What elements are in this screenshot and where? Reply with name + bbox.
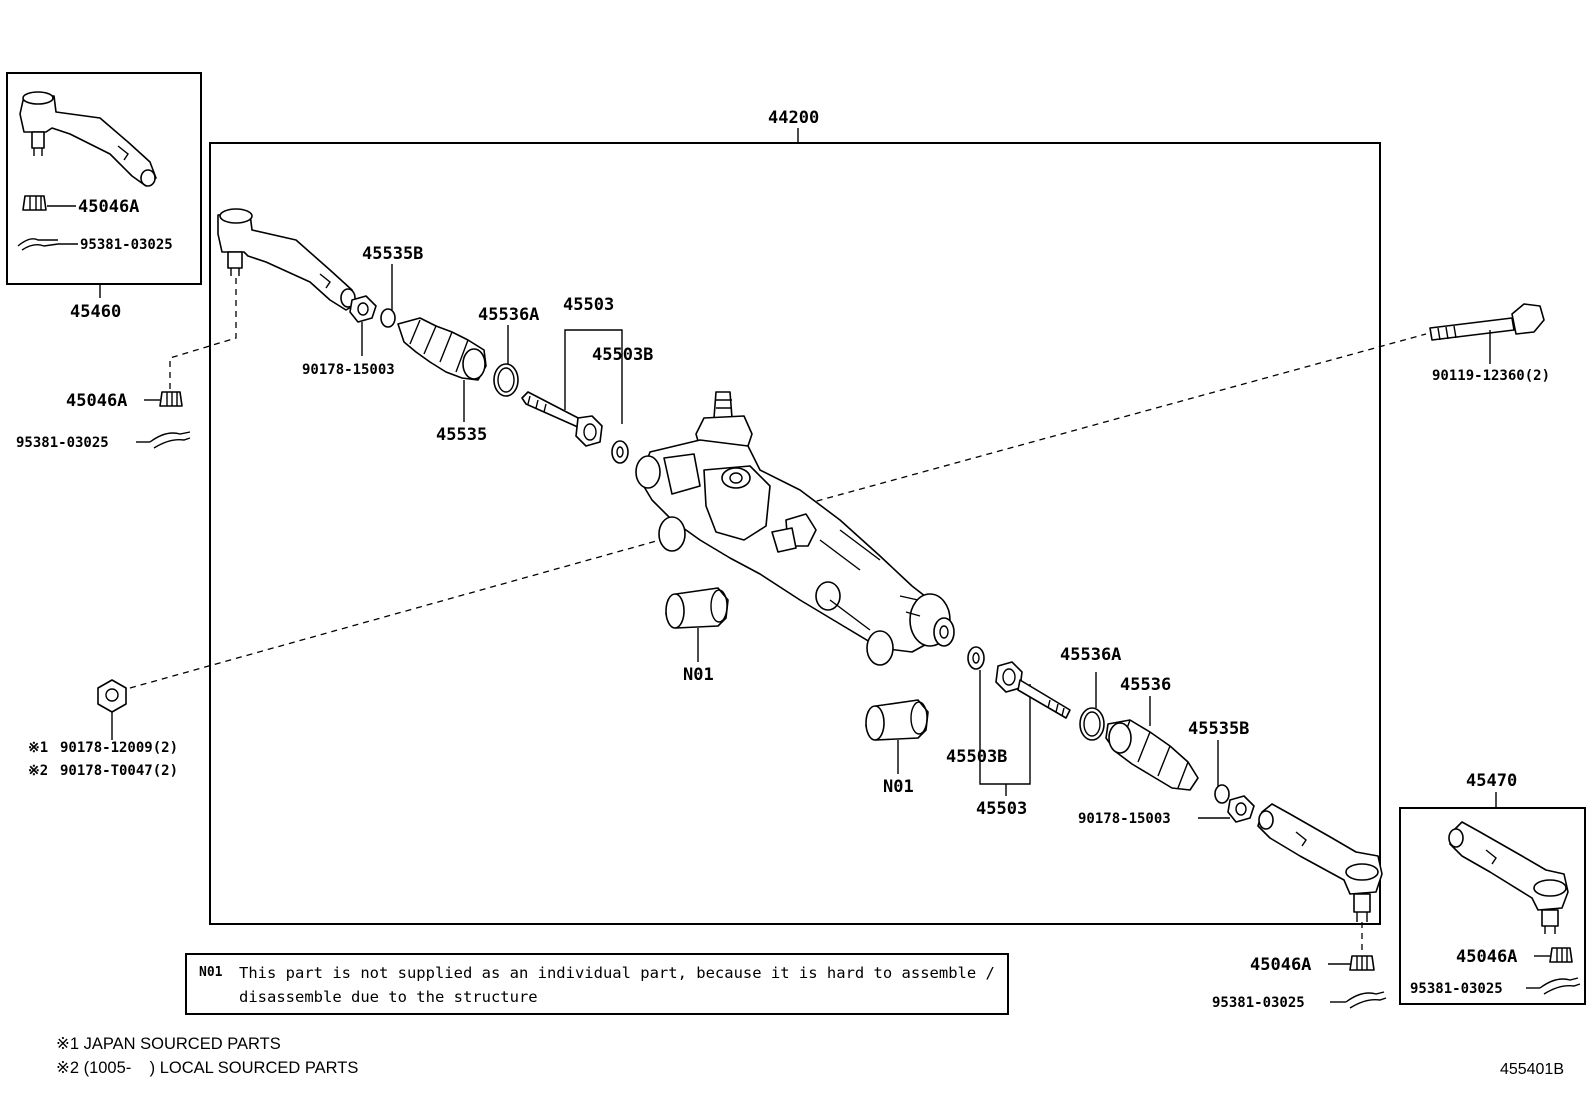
label-90178-T0047[interactable]: 90178-T0047(2) xyxy=(60,763,178,779)
rack-end-right-icon xyxy=(995,661,1071,719)
label-45046A-left[interactable]: 45046A xyxy=(66,391,127,411)
washer-left-icon xyxy=(611,440,629,464)
label-45503B-right[interactable]: 45503B xyxy=(946,747,1007,767)
boot-left-icon xyxy=(397,317,487,381)
tie-rod-end-left-icon xyxy=(217,208,357,311)
bushing-2-icon xyxy=(865,699,929,741)
label-45503-right[interactable]: 45503 xyxy=(976,799,1027,819)
label-90178-15003-right[interactable]: 90178-15003 xyxy=(1078,811,1171,827)
nut-tie-right-icon xyxy=(1349,955,1375,971)
cotter-pin-icon xyxy=(17,238,59,251)
tie-rod-end-kit-right-icon xyxy=(1448,821,1569,934)
label-45046A-kit-right[interactable]: 45046A xyxy=(1456,947,1517,967)
nut-right-icon xyxy=(1227,795,1255,823)
label-90178-12009[interactable]: 90178-12009(2) xyxy=(60,740,178,756)
label-45536A-right[interactable]: 45536A xyxy=(1060,645,1121,665)
label-45503B-left[interactable]: 45503B xyxy=(592,345,653,365)
note-code: N01 xyxy=(199,965,223,980)
nut-tie-left-icon xyxy=(159,391,183,407)
tie-rod-end-right-icon xyxy=(1257,803,1383,922)
washer-right-icon xyxy=(967,646,985,670)
label-45535B-right[interactable]: 45535B xyxy=(1188,719,1249,739)
footnote-1: ※1 JAPAN SOURCED PARTS xyxy=(56,1035,281,1053)
nut-left-icon xyxy=(349,295,377,323)
left-kit-frame xyxy=(6,72,202,285)
label-45470[interactable]: 45470 xyxy=(1466,771,1517,791)
assembly-frame xyxy=(209,142,1381,925)
label-90119-12360[interactable]: 90119-12360(2) xyxy=(1432,368,1550,384)
label-95381-left[interactable]: 95381-03025 xyxy=(16,435,109,451)
boot-right-icon xyxy=(1105,719,1199,791)
label-95381-right[interactable]: 95381-03025 xyxy=(1212,995,1305,1011)
note-text: This part is not supplied as an individu… xyxy=(239,964,995,1006)
label-95381-kit-left[interactable]: 95381-03025 xyxy=(80,237,173,253)
label-45535B-left[interactable]: 45535B xyxy=(362,244,423,264)
label-45460[interactable]: 45460 xyxy=(70,302,121,322)
label-95381-kit-right[interactable]: 95381-03025 xyxy=(1410,981,1503,997)
figure-number: 455401B xyxy=(1499,1061,1564,1078)
mark-1: ※1 xyxy=(28,740,48,756)
bushing-1-icon xyxy=(665,587,729,629)
steering-rack-housing-icon xyxy=(635,391,955,666)
castle-nut-icon xyxy=(22,195,47,211)
cotter-pin-left-icon xyxy=(149,431,191,449)
label-45535-left[interactable]: 45535 xyxy=(436,425,487,445)
castle-nut-kit-right-icon xyxy=(1549,947,1573,963)
footnote-2: ※2 (1005- ) LOCAL SOURCED PARTS xyxy=(56,1059,359,1077)
rack-end-left-icon xyxy=(521,391,603,447)
mark-2: ※2 xyxy=(28,763,48,779)
label-90178-15003-left[interactable]: 90178-15003 xyxy=(302,362,395,378)
tie-rod-end-icon xyxy=(19,91,157,187)
label-44200[interactable]: 44200 xyxy=(768,108,819,128)
bolt-icon xyxy=(1429,303,1545,341)
n01-note: N01 This part is not supplied as an indi… xyxy=(185,953,1009,1015)
label-45536A-left[interactable]: 45536A xyxy=(478,305,539,325)
label-N01-2[interactable]: N01 xyxy=(883,777,914,797)
label-45046A-right[interactable]: 45046A xyxy=(1250,955,1311,975)
right-kit-frame xyxy=(1399,807,1586,1005)
cotter-pin-kit-right-icon xyxy=(1539,977,1581,995)
label-45536-right[interactable]: 45536 xyxy=(1120,675,1171,695)
boot-clamp-left-icon xyxy=(380,308,396,328)
mount-nut-icon xyxy=(97,679,127,713)
cotter-pin-right-icon xyxy=(1345,991,1387,1009)
label-45503-left[interactable]: 45503 xyxy=(563,295,614,315)
label-45046A-kit-left[interactable]: 45046A xyxy=(78,197,139,217)
label-N01-1[interactable]: N01 xyxy=(683,665,714,685)
boot-clamp-right-icon xyxy=(1214,784,1230,804)
